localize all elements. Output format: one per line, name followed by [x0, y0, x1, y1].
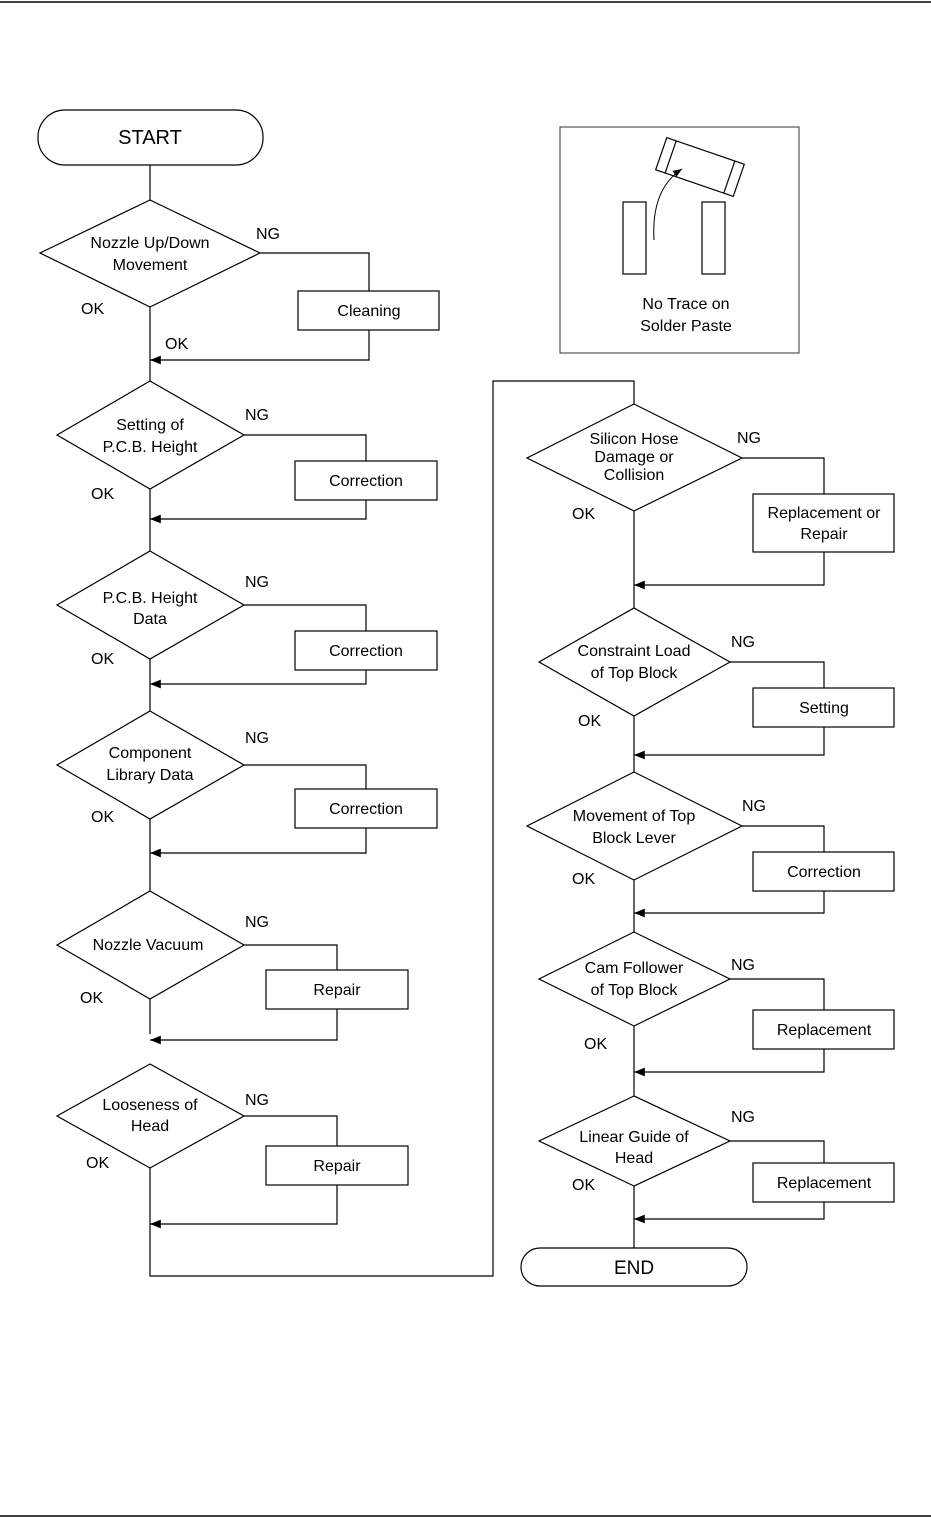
ng-label: NG — [731, 957, 755, 974]
ok-label: OK — [86, 1155, 109, 1172]
ok-label: OK — [81, 301, 104, 318]
decision-label-line: Constraint Load — [578, 643, 691, 660]
ok-label: OK — [91, 809, 114, 826]
action-correction: Correction — [752, 851, 895, 892]
action-replacement: Replacement — [752, 1162, 895, 1203]
ng-label: NG — [245, 574, 269, 591]
action-label: Repair — [800, 526, 848, 543]
inset-caption: Solder Paste — [640, 318, 732, 335]
ng-label: NG — [245, 1092, 269, 1109]
decision-label-line: Movement — [113, 257, 188, 274]
ok-label: OK — [572, 1177, 595, 1194]
action-label: Setting — [799, 700, 849, 717]
action-setting: Setting — [752, 687, 895, 728]
ok-label: OK — [578, 713, 601, 730]
action-label: Correction — [787, 864, 861, 881]
action-label: Replacement or — [768, 505, 882, 522]
action-label: Cleaning — [337, 303, 400, 320]
solder-pad-left — [622, 201, 647, 275]
decision-constraint-load: Constraint Load of Top Block — [537, 607, 732, 717]
decision-pcb-height-data: P.C.B. Height Data — [55, 550, 246, 660]
inset-caption: No Trace on — [642, 296, 729, 313]
decision-component-library-data: Component Library Data — [55, 710, 246, 820]
ng-label: NG — [737, 430, 761, 447]
decision-label-line: of Top Block — [591, 982, 679, 999]
decision-label-line: Collision — [604, 467, 664, 484]
ok-label: OK — [572, 506, 595, 523]
solder-pad-right — [701, 201, 726, 275]
decision-label-line: Head — [615, 1150, 653, 1167]
ng-label: NG — [742, 798, 766, 815]
decision-label-line: Movement of Top — [573, 808, 696, 825]
ng-label: NG — [731, 1109, 755, 1126]
action-replacement: Replacement — [752, 1009, 895, 1050]
ng-label: NG — [245, 914, 269, 931]
ng-label: NG — [731, 634, 755, 651]
action-label: Correction — [329, 643, 403, 660]
action-label: Correction — [329, 801, 403, 818]
decision-label-line: Head — [131, 1118, 169, 1135]
decision-looseness-of-head: Looseness of Head — [55, 1063, 246, 1169]
decision-setting-pcb-height: Setting of P.C.B. Height — [55, 380, 246, 490]
decision-label-line: Library Data — [106, 767, 193, 784]
decision-label-line: Data — [133, 611, 167, 628]
action-correction: Correction — [294, 630, 438, 671]
lift-arrow — [653, 168, 683, 241]
ng-label: NG — [245, 730, 269, 747]
decision-silicon-hose: Silicon Hose Damage or Collision — [525, 403, 744, 512]
ok-label: OK — [91, 651, 114, 668]
tilted-component — [654, 136, 746, 198]
ok-label: OK — [80, 990, 103, 1007]
action-label: Correction — [329, 473, 403, 490]
decision-label-line: Damage or — [594, 449, 674, 466]
decision-label-line: Setting of — [116, 417, 184, 434]
decision-label-line: P.C.B. Height — [103, 439, 198, 456]
ng-label: NG — [256, 226, 280, 243]
decision-label-line: Silicon Hose — [590, 431, 679, 448]
action-label: Replacement — [777, 1175, 872, 1192]
decision-label-line: Component — [109, 745, 192, 762]
action-label: Repair — [313, 1158, 361, 1175]
connectors — [149, 165, 825, 1277]
action-repair: Repair — [265, 1145, 409, 1186]
start-label: START — [118, 127, 182, 149]
action-correction: Correction — [294, 460, 438, 501]
decision-nozzle-vacuum: Nozzle Vacuum — [55, 890, 246, 1000]
decision-label-line: Linear Guide of — [579, 1129, 689, 1146]
action-correction: Correction — [294, 788, 438, 829]
decision-label-line: Looseness of — [102, 1097, 198, 1114]
action-repair: Repair — [265, 969, 409, 1010]
ok-label: OK — [165, 336, 188, 353]
decision-label-line: Nozzle Up/Down — [90, 235, 209, 252]
ng-label: NG — [245, 407, 269, 424]
decision-movement-top-block-lever: Movement of Top Block Lever — [525, 771, 744, 881]
decision-nozzle-up-down: Nozzle Up/Down Movement — [38, 199, 262, 308]
end-terminator: END — [520, 1247, 748, 1287]
action-replacement-or-repair: Replacement or Repair — [752, 493, 895, 553]
decision-linear-guide-of-head: Linear Guide of Head — [537, 1095, 732, 1187]
inset-panel: No Trace on Solder Paste — [559, 126, 800, 354]
decision-label-line: Nozzle Vacuum — [93, 937, 204, 954]
ok-label: OK — [584, 1036, 607, 1053]
start-terminator: START — [37, 109, 264, 166]
decision-label-line: Cam Follower — [585, 960, 684, 977]
action-label: Repair — [313, 982, 361, 999]
ok-label: OK — [572, 871, 595, 888]
decision-cam-follower: Cam Follower of Top Block — [537, 931, 732, 1027]
end-label: END — [614, 1258, 654, 1279]
decision-label-line: Block Lever — [592, 830, 676, 847]
action-cleaning: Cleaning — [297, 290, 440, 331]
ok-label: OK — [91, 486, 114, 503]
decision-label-line: of Top Block — [591, 665, 679, 682]
decision-label-line: P.C.B. Height — [103, 590, 198, 607]
action-label: Replacement — [777, 1022, 872, 1039]
